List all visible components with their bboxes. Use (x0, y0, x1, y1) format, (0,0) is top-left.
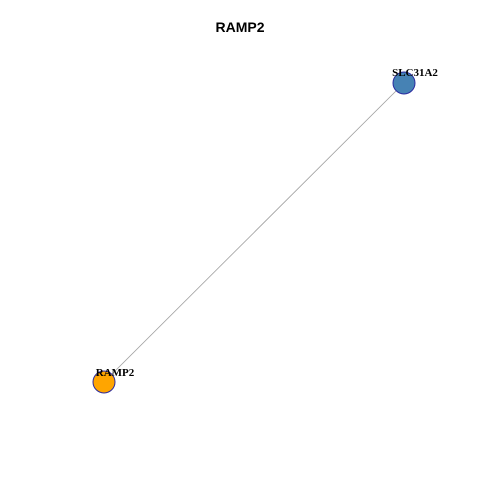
node-ramp2-label: RAMP2 (96, 367, 135, 379)
node-ramp2-circle[interactable] (92, 370, 116, 394)
node-slc31a2-circle[interactable] (392, 71, 416, 95)
node-ramp2[interactable]: RAMP2 (92, 367, 135, 394)
node-slc31a2-label: SLC31A2 (392, 67, 438, 79)
graph-title: RAMP2 (215, 19, 265, 35)
node-slc31a2[interactable]: SLC31A2 (392, 67, 438, 95)
edge-ramp2-slc31a2 (103, 82, 405, 383)
